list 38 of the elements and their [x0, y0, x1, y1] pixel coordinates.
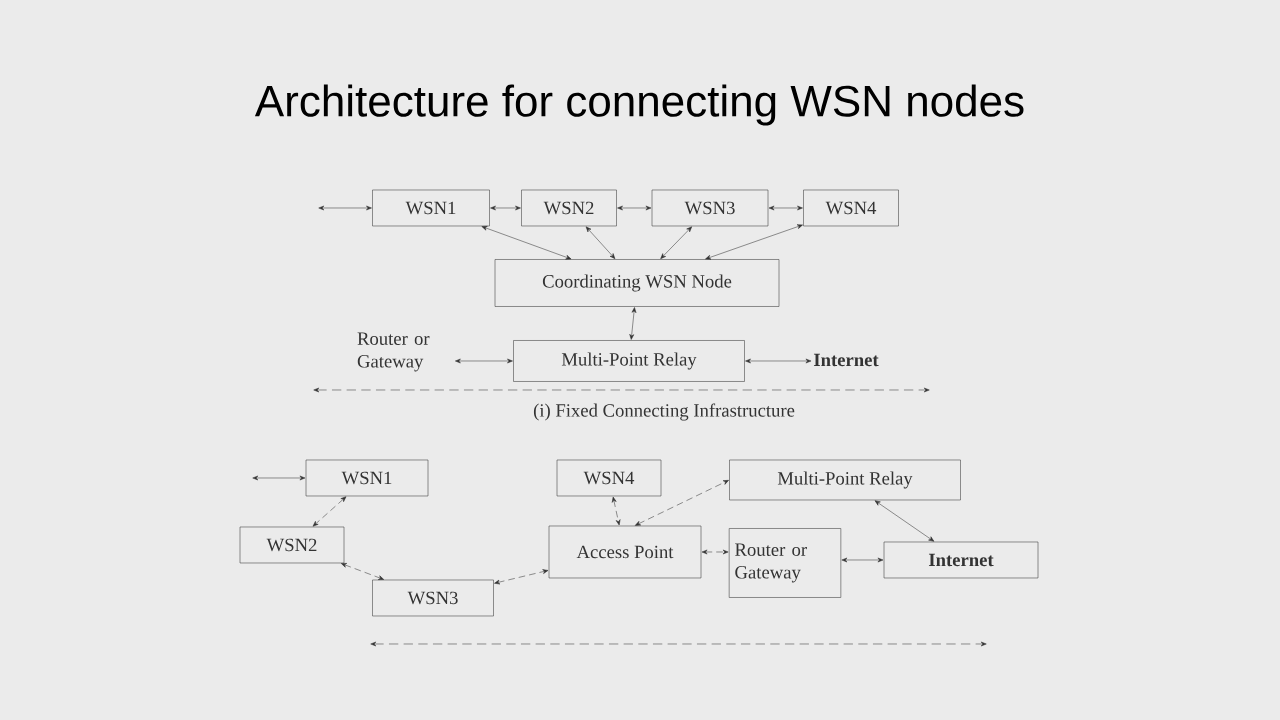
arrow — [494, 569, 549, 585]
arrow — [585, 226, 616, 259]
arrow — [701, 549, 729, 555]
arrow — [768, 205, 803, 211]
access-point-box: Access Point — [548, 525, 702, 579]
arrow — [874, 500, 935, 542]
node-label: Router or Gateway — [357, 332, 430, 372]
slide-title: Architecture for connecting WSN nodes — [254, 84, 1024, 126]
arrow — [481, 226, 572, 260]
figure-caption: (i) Fixed Connecting Infrastructure — [533, 403, 795, 421]
arrow — [490, 205, 521, 211]
arrow — [634, 480, 729, 526]
gateway-box: Router or Gateway — [728, 528, 842, 598]
wsn-box: WSN4 — [803, 189, 899, 227]
node-label: Internet — [814, 353, 879, 367]
wsn-box: WSN3 — [372, 579, 494, 617]
arrow — [611, 496, 621, 526]
arrow — [252, 475, 306, 481]
arrow — [318, 205, 372, 211]
arrow — [617, 205, 652, 211]
wsn-box: WSN2 — [239, 526, 345, 564]
arrow — [341, 563, 385, 580]
arrow — [455, 358, 513, 364]
arrow — [312, 496, 347, 527]
coordinator-box: Coordinating WSN Node — [494, 259, 780, 307]
arrow — [745, 358, 812, 364]
arrow — [629, 307, 637, 340]
relay-box: Multi-Point Relay — [729, 459, 961, 501]
relay-box: Multi-Point Relay — [513, 340, 745, 382]
wsn-box: WSN1 — [305, 459, 429, 497]
arrow — [705, 224, 803, 260]
wsn-box: WSN3 — [651, 189, 769, 227]
arrow — [660, 226, 692, 259]
wsn-box: WSN2 — [521, 189, 617, 227]
internet-box: Internet — [883, 541, 1039, 579]
arrow — [841, 557, 884, 563]
wsn-box: WSN4 — [556, 459, 662, 497]
wsn-box: WSN1 — [372, 189, 490, 227]
